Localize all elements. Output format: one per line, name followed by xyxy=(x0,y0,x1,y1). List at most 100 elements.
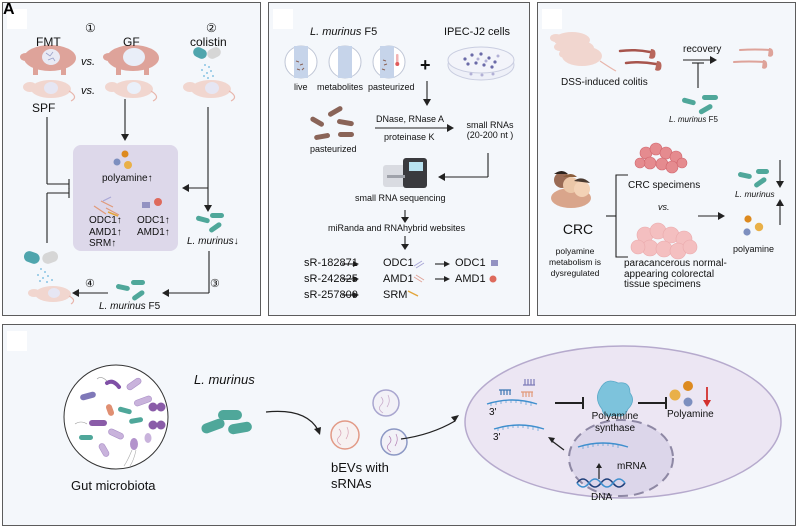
strain-name: F5 xyxy=(706,115,718,124)
plus-sign: + xyxy=(420,55,431,75)
polyamine-ball xyxy=(669,389,681,401)
polyamine-label: Polyamine xyxy=(667,409,714,420)
species-name: L. murinus xyxy=(669,115,707,124)
panel-d-graphics xyxy=(63,345,782,499)
mouse-colistin-icon xyxy=(183,80,236,102)
lmurinus-down-label: L. murinus↓ xyxy=(187,236,239,247)
small-rnas-text: small RNAs xyxy=(466,120,514,130)
normal-tissue-icon xyxy=(630,222,698,260)
target-protein: ODC1 xyxy=(455,257,486,269)
colitis-label: DSS-induced colitis xyxy=(561,77,648,88)
normal-specimens-label: paracancerous normal- appearing colorect… xyxy=(624,258,727,291)
panel-letter: A xyxy=(3,1,15,18)
vs-label: vs. xyxy=(658,202,670,212)
bacteria-lmurinus-icon xyxy=(737,169,769,188)
crc-note-line: polyamine xyxy=(555,246,595,256)
polyamine-box xyxy=(73,145,178,251)
polyamine-ball xyxy=(683,381,693,391)
capsule-bottom-icon xyxy=(23,251,59,283)
tube-pasteurized-icon xyxy=(372,45,406,79)
mouse-bottom-icon xyxy=(28,286,75,305)
polyamine-ball xyxy=(743,228,751,236)
polyamine-label: polyamine xyxy=(733,244,775,254)
crc-note-line: metabolism is xyxy=(549,257,601,268)
srna-id: sR-242825 xyxy=(304,273,358,285)
gut-microbiota-label: Gut microbiota xyxy=(71,478,156,493)
sequencing-label: small RNA sequencing xyxy=(355,193,446,203)
panel-label-box xyxy=(542,9,562,29)
normal-line: paracancerous normal- xyxy=(624,258,727,269)
panel-b: L. murinus F5 IPEC-J2 cells live metabol… xyxy=(268,2,530,316)
lmurinus-label: L. murinus xyxy=(194,372,255,387)
bevs-line: bEVs with xyxy=(331,460,389,475)
target-gene: AMD1 xyxy=(383,273,414,285)
target-protein: AMD1 xyxy=(455,273,486,285)
step-3-marker: ③ xyxy=(210,278,220,290)
crc-note-line: dysregulated xyxy=(550,268,600,279)
nucleus xyxy=(568,419,674,497)
polyamine-synthase-icon xyxy=(597,380,633,417)
polyamine-synthase-label: Polyamine synthase xyxy=(580,411,650,434)
lmurinus-f5-label: L. murinus F5 xyxy=(669,115,718,124)
gut-microbiota-icon xyxy=(63,364,169,470)
bacteria-lmurinus-icon xyxy=(201,410,252,435)
strain-title: L. murinus F5 xyxy=(310,26,377,39)
target-gene: SRM xyxy=(383,289,408,301)
panel-a-graphics xyxy=(20,45,236,305)
crc-specimens-label: CRC specimens xyxy=(628,180,701,191)
strain-name: F5 xyxy=(145,301,161,312)
species-name: L. murinus xyxy=(99,301,146,312)
normal-line: tissue specimens xyxy=(624,279,701,290)
dna-label: DNA xyxy=(591,492,613,503)
mouse-gf-icon xyxy=(105,80,158,102)
gene-item: AMD1↑ xyxy=(89,226,122,238)
gene-item: AMD1↑ xyxy=(137,226,170,238)
step-1-marker: ① xyxy=(85,21,96,35)
mice-group-icon xyxy=(550,32,617,72)
three-prime-label: 3' xyxy=(493,432,501,443)
gene-list-left: ODC1↑ AMD1↑ SRM↑ xyxy=(89,215,122,250)
odc1-protein-icon xyxy=(491,260,498,266)
panel-c: recovery DSS-induced colitis L. murinus … xyxy=(537,2,796,316)
crc-tumor-icon xyxy=(634,142,688,174)
tube-metabolites-icon xyxy=(328,45,362,79)
panel-label-box xyxy=(7,9,27,29)
strain-name: F5 xyxy=(361,26,378,38)
tube-live-icon xyxy=(284,45,318,79)
mrna-label: mRNA xyxy=(617,461,647,472)
crc-title: CRC xyxy=(562,221,594,237)
vs-label: vs. xyxy=(81,85,96,97)
small-rnas-label: small RNAs (20-200 nt ) xyxy=(461,120,519,141)
synthase-line: Polyamine xyxy=(591,411,639,422)
normal-line: appearing colorectal xyxy=(624,268,715,280)
panel-label-box xyxy=(7,331,27,351)
gf-label: GF xyxy=(123,35,140,49)
step-2-marker: ② xyxy=(206,21,217,35)
cells-title: IPEC-J2 cells xyxy=(444,26,511,38)
capsule-icon xyxy=(193,47,221,79)
srna-id: sR-182871 xyxy=(304,257,358,269)
recovery-label: recovery xyxy=(683,44,722,55)
three-prime-label: 3' xyxy=(489,407,497,418)
target-gene: ODC1 xyxy=(383,257,414,269)
panel-c-graphics xyxy=(550,32,784,260)
colon-healthy-icon xyxy=(733,48,771,63)
pig-fmt-icon xyxy=(20,45,76,75)
sequencer-icon xyxy=(383,158,427,188)
colon-inflamed-icon xyxy=(618,48,658,66)
polyamine-ball xyxy=(754,222,764,232)
mouse-spf-icon xyxy=(23,80,76,102)
target-row: sR-182871 xyxy=(304,257,358,270)
tube-label-live: live xyxy=(294,82,308,92)
treatment-bottom-label: proteinase K xyxy=(384,132,435,142)
polyamine-up-label: polyamine↑ xyxy=(102,173,153,184)
gene-item: ODC1↑ xyxy=(137,215,170,226)
bacteria-lmurinus-icon xyxy=(196,213,224,233)
tube-label-metabolites: metabolites xyxy=(317,82,364,92)
panel-d: Gut microbiota L. murinus bEVs with sRNA… xyxy=(2,324,796,526)
lmurinus-label: L. murinus xyxy=(735,189,775,199)
bacteria-lmurinus-f5-icon xyxy=(682,95,718,115)
synthase-line: synthase xyxy=(594,422,636,434)
panel-label-box xyxy=(273,9,293,29)
spf-label: SPF xyxy=(32,101,56,115)
